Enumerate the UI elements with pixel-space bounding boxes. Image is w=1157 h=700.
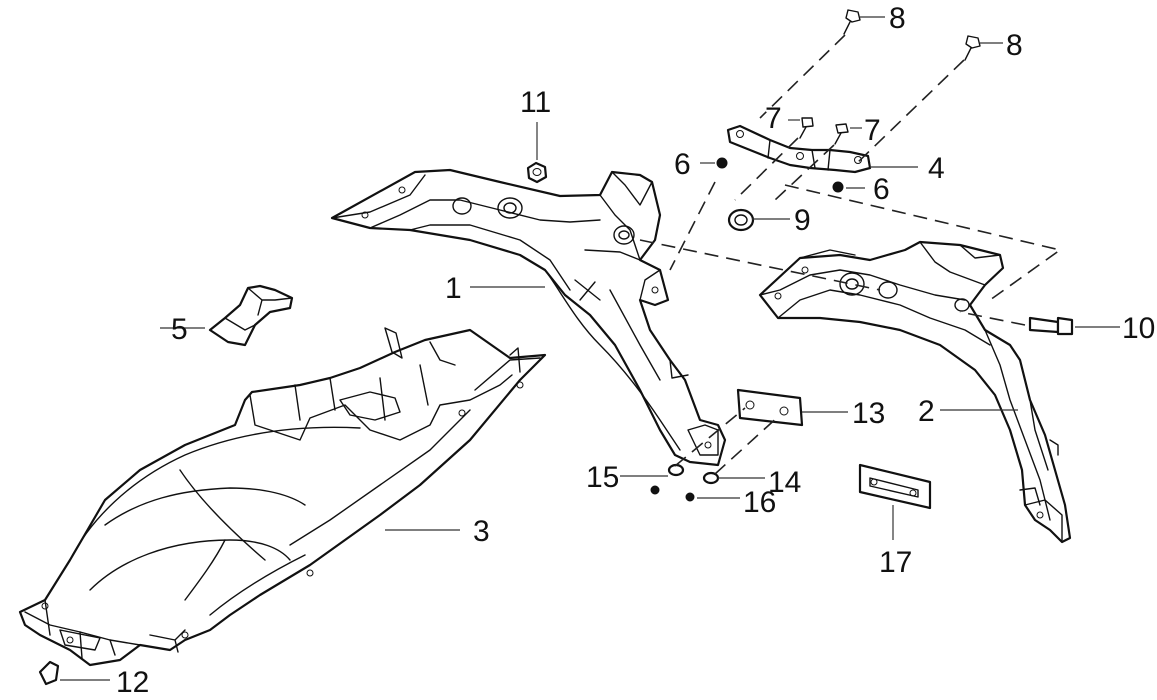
- callout-12: 12: [116, 666, 149, 699]
- screw-part-7-right: [834, 123, 849, 145]
- callout-7-right: 7: [864, 114, 881, 147]
- callout-8-upper: 8: [889, 2, 906, 35]
- assembly-lines: [639, 34, 1062, 475]
- clip-nut-part-12: [38, 660, 60, 686]
- callout-6-left: 6: [674, 148, 691, 181]
- bolt-part-10: [1028, 316, 1074, 336]
- callout-13: 13: [852, 397, 885, 430]
- callout-10: 10: [1122, 312, 1155, 345]
- nut-part-6-left: [716, 157, 728, 169]
- bolt-part-8-right: [964, 35, 981, 61]
- callout-7-left: 7: [765, 102, 782, 135]
- plate-part-13: [736, 388, 804, 427]
- callout-9: 9: [794, 204, 811, 237]
- callout-5: 5: [171, 313, 188, 346]
- screw-part-15-lower: [650, 485, 660, 495]
- bolt-part-8-upper: [843, 9, 861, 35]
- callout-8-right: 8: [1006, 29, 1023, 62]
- callout-4: 4: [928, 152, 945, 185]
- bracket-part-4: [726, 124, 872, 174]
- screw-part-16: [685, 492, 695, 502]
- nut-part-11: [526, 161, 548, 184]
- clip-part-5: [208, 284, 294, 347]
- screw-part-7-left: [799, 117, 814, 139]
- callout-1: 1: [445, 272, 462, 305]
- callout-15: 15: [586, 461, 619, 494]
- callout-3: 3: [473, 515, 490, 548]
- plate-part-17: [858, 463, 932, 510]
- callout-2: 2: [918, 395, 935, 428]
- callout-6-right: 6: [873, 173, 890, 206]
- callout-labels: 1 2 3 4 5 6 6 7 7 8 8 9 10 11 12 13 14 1…: [116, 2, 1155, 699]
- washer-part-14: [702, 471, 720, 485]
- washer-part-15: [667, 463, 685, 477]
- callout-14: 14: [768, 466, 801, 499]
- right-bracket-part-2: [758, 240, 1072, 544]
- left-bracket-part-1: [330, 168, 727, 467]
- grommet-part-9: [727, 208, 755, 232]
- callout-11: 11: [520, 86, 551, 119]
- nut-part-6-right: [832, 181, 844, 193]
- leader-lines: [60, 16, 1120, 681]
- rear-mudguard-part-3: [18, 327, 547, 667]
- callout-17: 17: [879, 546, 912, 579]
- callout-16: 16: [743, 486, 776, 519]
